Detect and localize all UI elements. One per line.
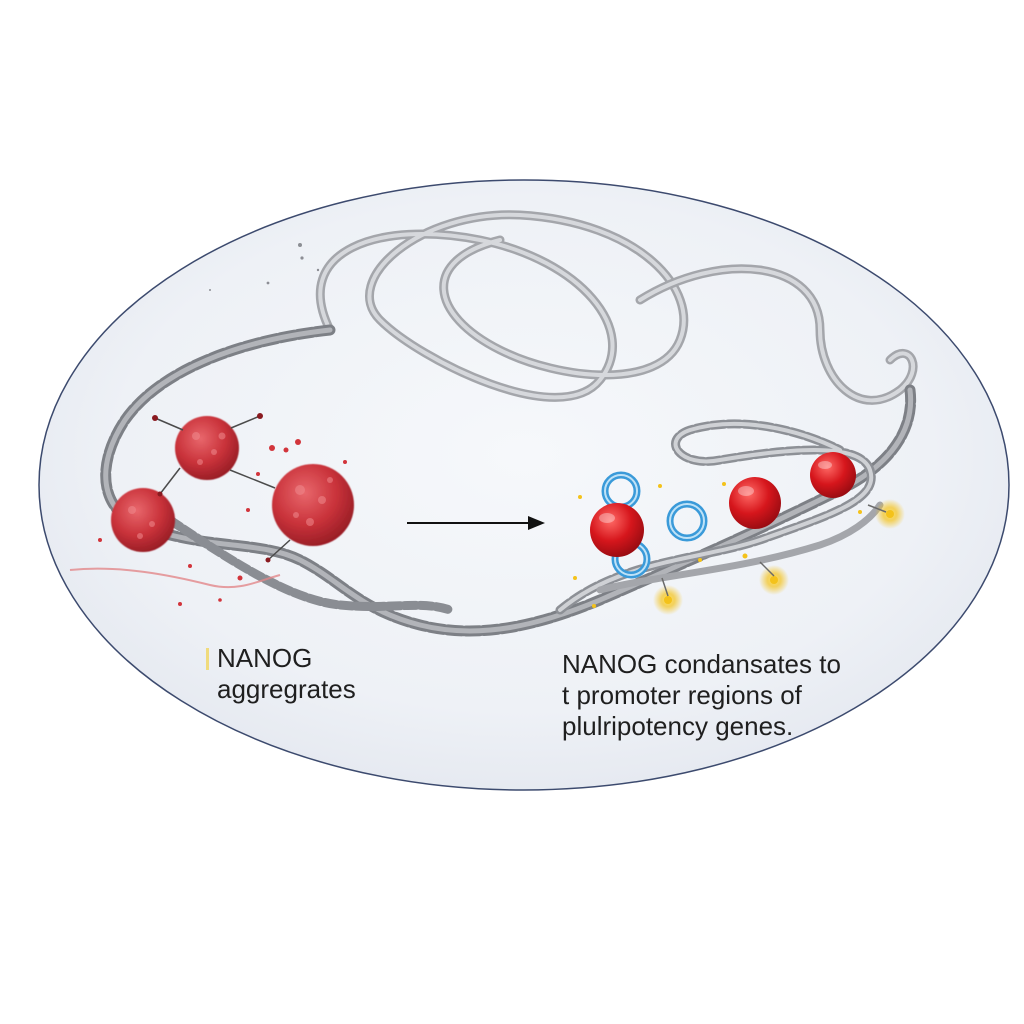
- red-thread: [69, 567, 281, 589]
- nanog-condensate-icon: [590, 452, 856, 557]
- label-nanog-aggregates: NANOG aggregrates: [217, 643, 356, 705]
- label-nanog-condensates: NANOG condansates to t promoter regions …: [562, 649, 841, 742]
- label-right-line1: NANOG condansates to: [562, 649, 841, 679]
- label-left-line2: aggregrates: [217, 674, 356, 704]
- dust-specks: [209, 243, 320, 291]
- label-right-line2: t promoter regions of: [562, 680, 802, 710]
- transition-arrow-icon: [407, 516, 545, 530]
- highlight-mark: [206, 648, 209, 670]
- nucleus-outline: [38, 179, 1010, 791]
- nanog-aggregate-icon: [98, 413, 354, 606]
- label-left-line1: NANOG: [217, 643, 313, 673]
- activation-glow-icon: [573, 482, 905, 615]
- chromatin-fiber: [100, 210, 918, 637]
- label-right-line3: plulripotency genes.: [562, 711, 794, 741]
